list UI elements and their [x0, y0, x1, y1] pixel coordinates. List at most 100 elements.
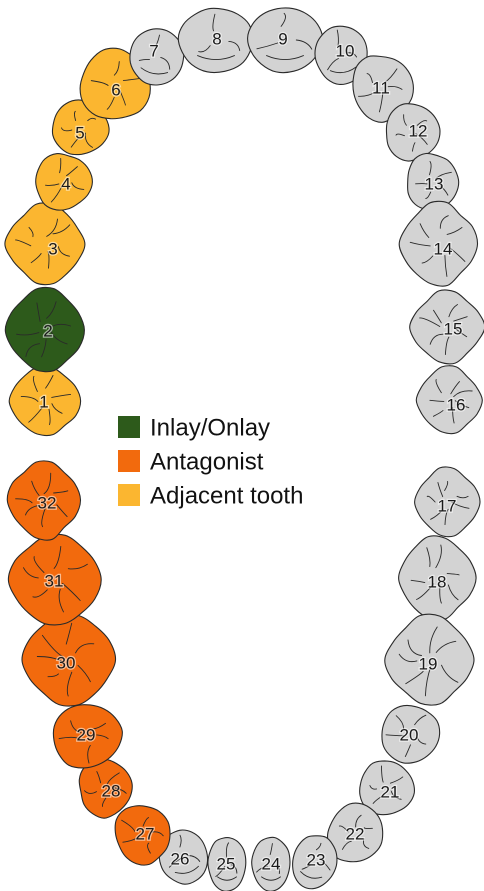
tooth-11-grooves: [358, 68, 403, 113]
tooth-1-crown[interactable]: [8, 365, 82, 436]
tooth-30-crown[interactable]: [21, 613, 117, 707]
tooth-9-grooves: [256, 12, 313, 61]
tooth-26[interactable]: 26: [153, 825, 213, 890]
tooth-4-grooves: [45, 158, 85, 203]
tooth-2-grooves: [16, 301, 72, 358]
tooth-5-grooves: [60, 110, 97, 148]
tooth-8-crown[interactable]: [177, 7, 253, 74]
tooth-number-16: 16: [447, 396, 466, 415]
tooth-20[interactable]: 20: [381, 704, 441, 764]
tooth-21[interactable]: 21: [356, 757, 419, 820]
tooth-number-24: 24: [262, 855, 281, 874]
tooth-32-crown[interactable]: [6, 460, 82, 541]
tooth-19[interactable]: 19: [384, 613, 475, 706]
tooth-27-grooves: [121, 817, 164, 854]
tooth-3[interactable]: 3: [4, 202, 86, 286]
legend-swatch-inlay-onlay: [118, 416, 140, 438]
tooth-28-grooves: [84, 771, 127, 807]
tooth-4[interactable]: 4: [35, 153, 93, 211]
tooth-4-crown[interactable]: [35, 153, 93, 211]
tooth-20-crown[interactable]: [381, 704, 441, 764]
tooth-24-grooves: [256, 843, 281, 881]
tooth-14[interactable]: 14: [398, 200, 479, 287]
tooth-16-grooves: [429, 379, 473, 424]
tooth-3-crown[interactable]: [4, 202, 86, 286]
legend-label-adjacent: Adjacent tooth: [150, 483, 303, 510]
tooth-15[interactable]: 15: [409, 289, 484, 365]
legend-label-antagonist: Antagonist: [150, 449, 264, 476]
tooth-25-grooves: [215, 842, 238, 881]
tooth-23[interactable]: 23: [287, 830, 343, 891]
tooth-number-14: 14: [434, 240, 453, 259]
tooth-18-grooves: [410, 544, 460, 604]
tooth-number-8: 8: [212, 30, 221, 49]
tooth-2[interactable]: 2: [4, 286, 85, 373]
tooth-9[interactable]: 9: [247, 7, 324, 74]
tooth-number-4: 4: [61, 175, 70, 194]
tooth-11[interactable]: 11: [347, 49, 420, 127]
tooth-13[interactable]: 13: [407, 152, 460, 211]
tooth-number-29: 29: [77, 726, 96, 745]
tooth-number-7: 7: [149, 42, 158, 61]
tooth-27[interactable]: 27: [106, 795, 181, 873]
tooth-23-crown[interactable]: [287, 830, 343, 891]
tooth-15-crown[interactable]: [409, 289, 484, 365]
tooth-30[interactable]: 30: [21, 613, 117, 707]
tooth-23-grooves: [300, 842, 331, 879]
tooth-25[interactable]: 25: [207, 837, 247, 891]
tooth-number-27: 27: [136, 825, 155, 844]
tooth-number-32: 32: [38, 494, 57, 513]
tooth-14-crown[interactable]: [398, 200, 479, 287]
tooth-12[interactable]: 12: [384, 101, 442, 163]
tooth-9-crown[interactable]: [247, 7, 324, 74]
tooth-number-5: 5: [75, 124, 84, 143]
tooth-16[interactable]: 16: [415, 365, 483, 435]
tooth-16-crown[interactable]: [415, 365, 483, 435]
tooth-7-crown[interactable]: [125, 25, 187, 90]
tooth-17[interactable]: 17: [414, 466, 481, 538]
tooth-21-crown[interactable]: [356, 757, 419, 820]
tooth-30-grooves: [36, 622, 95, 697]
tooth-number-19: 19: [419, 655, 438, 674]
tooth-8-grooves: [197, 13, 241, 61]
legend-swatch-adjacent: [118, 484, 140, 506]
tooth-26-crown[interactable]: [153, 825, 213, 890]
tooth-1-grooves: [20, 375, 72, 426]
tooth-number-13: 13: [425, 175, 444, 194]
tooth-18[interactable]: 18: [398, 535, 477, 621]
tooth-22[interactable]: 22: [319, 795, 393, 872]
tooth-number-17: 17: [438, 497, 457, 516]
tooth-24-crown[interactable]: [251, 836, 291, 891]
tooth-8[interactable]: 8: [177, 7, 253, 74]
tooth-number-31: 31: [45, 572, 64, 591]
tooth-number-26: 26: [171, 850, 190, 869]
tooth-22-crown[interactable]: [319, 795, 393, 872]
tooth-31-crown[interactable]: [7, 533, 102, 626]
tooth-29[interactable]: 29: [50, 700, 127, 772]
tooth-24[interactable]: 24: [251, 836, 291, 891]
tooth-2-crown[interactable]: [4, 286, 85, 373]
tooth-27-crown[interactable]: [106, 795, 181, 873]
tooth-1[interactable]: 1: [8, 365, 82, 436]
tooth-31[interactable]: 31: [7, 533, 102, 626]
tooth-31-grooves: [23, 545, 88, 613]
tooth-12-grooves: [395, 114, 428, 152]
legend-swatch-antagonist: [118, 450, 140, 472]
tooth-number-1: 1: [39, 393, 48, 412]
tooth-13-grooves: [415, 161, 452, 199]
tooth-10[interactable]: 10: [311, 23, 371, 88]
tooth-6-grooves: [90, 61, 143, 110]
tooth-number-23: 23: [307, 851, 326, 870]
tooth-32[interactable]: 32: [6, 460, 82, 541]
tooth-number-18: 18: [428, 573, 447, 592]
tooth-21-grooves: [369, 765, 404, 804]
tooth-7[interactable]: 7: [125, 25, 187, 90]
tooth-28-crown[interactable]: [76, 755, 137, 822]
tooth-number-2: 2: [43, 322, 52, 341]
tooth-number-22: 22: [346, 825, 365, 844]
tooth-28[interactable]: 28: [76, 755, 137, 822]
tooth-number-3: 3: [48, 240, 57, 259]
tooth-number-25: 25: [217, 855, 236, 874]
